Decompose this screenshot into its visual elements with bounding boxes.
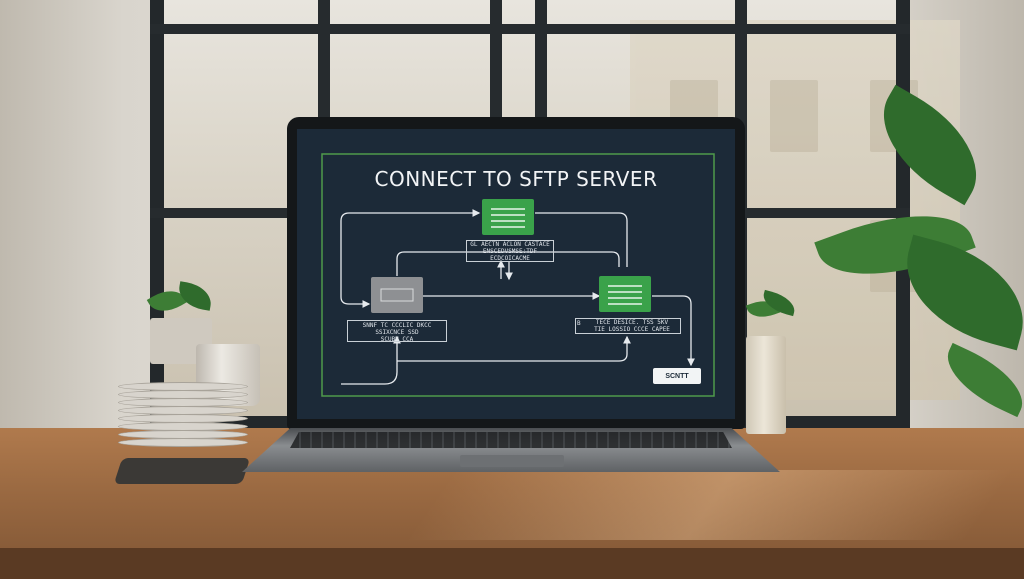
- right-note-line: TIE LOSSIO CCCE CAPEE: [594, 326, 670, 333]
- flow-diagram: [321, 153, 715, 397]
- left-note-line: SNNF TC CCCLIC DKCC: [362, 322, 432, 329]
- smartphone: [113, 458, 251, 484]
- connector-arrow: [340, 279, 371, 308]
- desk-edge: [0, 548, 1024, 579]
- right-note-box: [575, 318, 681, 334]
- connector-arrow: [340, 209, 481, 279]
- client-node: [371, 277, 423, 313]
- left-note-line: SSIXCNCE SSD: [375, 329, 419, 336]
- window-transom: [150, 24, 910, 34]
- connector-arrow: [396, 251, 620, 276]
- laptop-screen: CONNECT TO SFTP SERVER GL AECTN ACLON CA…: [297, 129, 735, 419]
- connector-arrow: [397, 335, 631, 362]
- sunlight: [405, 470, 1015, 540]
- coaster-stack: [118, 382, 248, 448]
- connector-arrow: [535, 212, 628, 267]
- top-note-line: GL AECTN ACLON CASTACE: [470, 241, 550, 248]
- left-note-line: SCUBN CCA: [380, 336, 414, 343]
- top-note-box: [466, 240, 554, 262]
- plant-pot: [746, 336, 786, 434]
- connector-arrow: [341, 335, 401, 385]
- diagram-border: [321, 153, 715, 397]
- laptop-keyboard: [290, 432, 732, 448]
- coaster: [118, 438, 248, 447]
- connector-arrow: [652, 295, 695, 367]
- submit-button[interactable]: SCNTT: [653, 368, 701, 384]
- right-note-marker: B: [577, 320, 581, 327]
- diagram-title: CONNECT TO SFTP SERVER: [374, 167, 658, 191]
- left-note-box: [347, 320, 447, 342]
- host-node: [599, 276, 651, 312]
- top-note-line: ENSCEDVSMSE:TDF: [482, 248, 538, 255]
- sftp-server-node: [482, 199, 534, 235]
- building-window: [770, 80, 818, 152]
- right-note-line: TECE DESICE. TSS 5KV: [595, 319, 669, 326]
- laptop-touchpad: [460, 455, 564, 467]
- top-note-line: ECDCOICACME: [490, 255, 530, 262]
